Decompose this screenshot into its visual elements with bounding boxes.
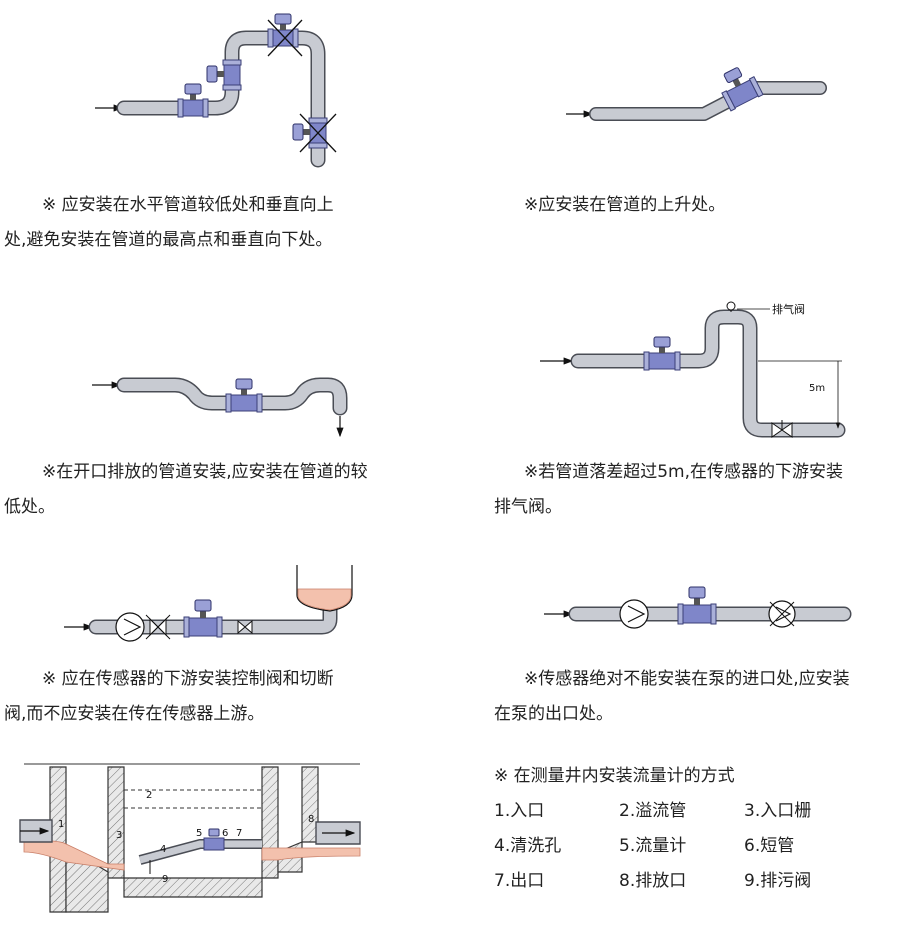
- flowmeter-good-2: [206, 59, 242, 91]
- legend-item: 6.短管: [744, 836, 795, 856]
- pipe-fill: [572, 311, 844, 436]
- legend-item: 1.入口: [494, 801, 545, 821]
- caption-1-line-2: 处,避免安装在管道的最高点和垂直向下处。: [4, 230, 333, 250]
- diagram-panel-3: [0, 290, 450, 450]
- diagram-2-svg: [566, 67, 827, 121]
- pump-icon: [115, 612, 145, 642]
- pipe-fill: [118, 32, 324, 166]
- pump-icon: [619, 599, 649, 629]
- diagram-panel-4: 排气阀 5m: [454, 290, 908, 450]
- legend-item: 7.出口: [494, 871, 545, 891]
- label-7: 7: [236, 828, 242, 839]
- legend: ※ 在测量井内安装流量计的方式 1.入口 2.溢流管 3.入口栅 4.清洗孔 5…: [494, 756, 869, 896]
- valve-crossed-icon: [145, 614, 171, 640]
- tank-icon: [296, 565, 353, 612]
- label-4: 4: [160, 844, 166, 855]
- caption-3: ※在开口排放的管道安装,应安装在管道的较 低处。: [4, 455, 444, 525]
- mid-right-wall: [261, 766, 279, 879]
- exhaust-valve-label: 排气阀: [772, 302, 805, 316]
- caption-5-line-2: 阀,而不应安装在传在传感器上游。: [4, 704, 265, 724]
- flowmeter: [721, 67, 764, 112]
- caption-1: ※ 应安装在水平管道较低处和垂直向上 处,避免安装在管道的最高点和垂直向下处。: [4, 188, 444, 258]
- flowmeter: [677, 586, 717, 625]
- valve-icon: [771, 420, 793, 438]
- pipe-fill: [590, 82, 826, 120]
- pipe-outline: [116, 30, 326, 168]
- legend-item: 8.排放口: [619, 871, 687, 891]
- flowmeter: [183, 599, 223, 638]
- legend-item: 3.入口栅: [744, 801, 812, 821]
- mid-left-wall: [107, 766, 125, 879]
- diagram-panel-5: [0, 555, 450, 665]
- diagram-1-svg: [95, 13, 337, 168]
- diagram-6-svg: [544, 586, 852, 629]
- diagram-panel-2: [454, 0, 908, 180]
- flowmeter-bad-down: [292, 113, 337, 153]
- caption-6: ※传感器绝对不能安装在泵的进口处,应安装 在泵的出口处。: [494, 662, 904, 732]
- label-9: 9: [162, 874, 168, 885]
- legend-item: 2.溢流管: [619, 801, 687, 821]
- valve-icon: [237, 619, 253, 635]
- caption-1-line-1: ※ 应安装在水平管道较低处和垂直向上: [42, 195, 334, 215]
- diagram-7-svg: 1 2 3 4 5 6 7 8 9: [19, 763, 361, 913]
- diagram-4-svg: 排气阀 5m: [540, 301, 846, 438]
- label-5: 5: [196, 828, 202, 839]
- flowmeter: [225, 378, 263, 413]
- label-3: 3: [116, 830, 122, 841]
- pipe-fill: [118, 379, 346, 414]
- diagram-5-svg: [64, 565, 353, 642]
- legend-row-1: 1.入口 2.溢流管 3.入口栅: [494, 791, 869, 826]
- caption-6-line-2: 在泵的出口处。: [494, 704, 613, 724]
- label-6: 6: [222, 828, 228, 839]
- label-2: 2: [146, 790, 152, 801]
- flowmeter-good-1: [177, 83, 209, 118]
- pump-crossed-icon: [768, 600, 796, 628]
- flowmeter-bad-top: [267, 13, 303, 57]
- flowmeter: [643, 336, 681, 371]
- diagram-panel-1: [0, 0, 450, 180]
- height-label: 5m: [809, 383, 825, 394]
- legend-row-2: 4.清洗孔 5.流量计 6.短管: [494, 826, 869, 861]
- legend-item: 5.流量计: [619, 836, 687, 856]
- caption-4: ※若管道落差超过5m,在传感器的下游安装 排气阀。: [494, 455, 904, 525]
- legend-title: ※ 在测量井内安装流量计的方式: [494, 766, 735, 786]
- caption-5-line-1: ※ 应在传感器的下游安装控制阀和切断: [42, 669, 334, 689]
- caption-2-line-1: ※应安装在管道的上升处。: [524, 195, 726, 215]
- diagram-panel-6: [454, 555, 908, 665]
- caption-4-line-1: ※若管道落差超过5m,在传感器的下游安装: [524, 462, 844, 482]
- pipe-fill: [90, 599, 336, 633]
- legend-row-3: 7.出口 8.排放口 9.排污阀: [494, 861, 869, 896]
- label-1: 1: [58, 819, 64, 830]
- caption-2: ※应安装在管道的上升处。: [494, 188, 894, 223]
- caption-3-line-2: 低处。: [4, 497, 55, 517]
- flowmeter: [203, 828, 225, 851]
- diagram-3-svg: [92, 377, 348, 438]
- pit-floor: [123, 877, 263, 898]
- caption-3-line-1: ※在开口排放的管道安装,应安装在管道的较: [42, 462, 368, 482]
- caption-5: ※ 应在传感器的下游安装控制阀和切断 阀,而不应安装在传在传感器上游。: [4, 662, 444, 732]
- caption-6-line-1: ※传感器绝对不能安装在泵的进口处,应安装: [524, 669, 850, 689]
- water-right: [261, 847, 361, 861]
- legend-item: 9.排污阀: [744, 871, 812, 891]
- diagram-panel-7: 1 2 3 4 5 6 7 8 9: [0, 752, 450, 934]
- caption-4-line-2: 排气阀。: [494, 497, 562, 517]
- label-8: 8: [308, 814, 314, 825]
- exhaust-valve-icon: [726, 301, 736, 312]
- legend-item: 4.清洗孔: [494, 836, 562, 856]
- meter-pipe-fill: [139, 840, 262, 864]
